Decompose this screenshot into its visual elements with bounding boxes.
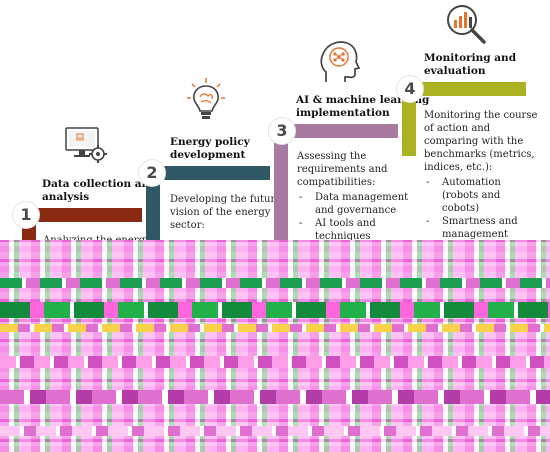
ai-head-icon — [320, 41, 360, 82]
step-3-number: 3 — [269, 118, 295, 144]
step-1-title: Data collection and analysis — [42, 178, 157, 203]
step-4-bar — [402, 82, 526, 96]
step-2-bar — [146, 166, 270, 180]
step-2-number: 2 — [139, 160, 165, 186]
step-1-number: 1 — [13, 202, 39, 228]
step-2-description: Developing the future vision of the ener… — [170, 194, 282, 231]
step-3-bullet-list: Data management and governance AI tools … — [297, 191, 408, 243]
lightbulb-brain-icon — [187, 78, 225, 119]
step-1-bar — [22, 208, 142, 222]
step-3-riser — [274, 138, 288, 262]
step-2-title: Energy policy development — [170, 136, 250, 161]
step-3-bar — [274, 124, 398, 138]
list-item: AI tools and techniques — [297, 217, 408, 243]
step-4-description: Monitoring the course of action and comp… — [424, 109, 537, 241]
list-item: Data management and governance — [297, 191, 408, 217]
list-item: Smartness and management — [424, 215, 537, 241]
computer-gear-icon — [65, 127, 107, 163]
step-4-riser — [402, 96, 416, 156]
step-3-title: AI & machine learning implementation — [296, 94, 430, 119]
step-4-bullet-list: Automation (robots and cobots) Smartness… — [424, 176, 537, 241]
step-4-title: Monitoring and evaluation — [424, 52, 517, 77]
image-corruption-overlay — [0, 240, 550, 452]
list-item: Automation (robots and cobots) — [424, 176, 537, 215]
magnifier-chart-icon — [447, 5, 486, 44]
step-3-description: Assessing the requirements and compatibi… — [297, 150, 408, 243]
step-4-number: 4 — [397, 76, 423, 102]
